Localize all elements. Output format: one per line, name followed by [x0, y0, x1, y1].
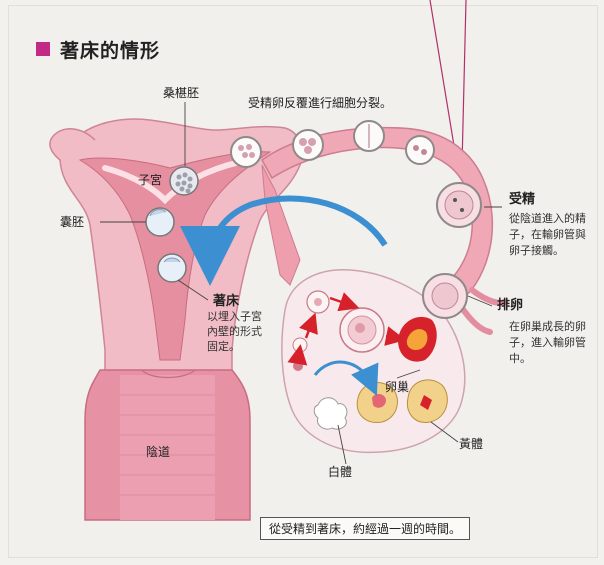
ovulation-desc-2: 子，進入輸卵管 [509, 336, 586, 350]
label-fertilization: 受精 [509, 192, 535, 207]
fertilization-desc-1: 從陰道進入的精 [509, 212, 586, 226]
label-morula: 桑椹胚 [163, 86, 199, 101]
label-uterus: 子宮 [138, 173, 162, 188]
timing-note: 從受精到著床，約經過一週的時間。 [260, 517, 470, 540]
implantation-desc-2: 內壁的形式 [207, 325, 262, 339]
label-corpus-luteum: 黃體 [459, 437, 483, 452]
ovulation-desc-3: 中。 [509, 352, 531, 366]
implantation-desc-3: 固定。 [207, 340, 240, 354]
label-ovulation: 排卵 [497, 298, 523, 313]
division-cell [231, 137, 261, 167]
ovulation-desc-1: 在卵巢成長的卵 [509, 320, 586, 334]
label-cell-division: 受精卵反覆進行細胞分裂。 [248, 96, 392, 111]
title-marker [36, 42, 50, 56]
label-implantation: 著床 [213, 294, 239, 309]
label-corpus-albicans: 白體 [328, 465, 352, 480]
fertilization-desc-2: 子，在輸卵管與 [509, 228, 586, 242]
title-text: 著床的情形 [60, 36, 160, 63]
label-blastocyst: 囊胚 [60, 215, 84, 230]
section-title: 著床的情形 [36, 38, 160, 60]
division-cell [406, 136, 434, 164]
implantation-desc-1: 以埋入子宮 [207, 310, 262, 324]
fertilization-desc-3: 卵子接觸。 [509, 244, 564, 258]
label-ovary: 卵巢 [385, 380, 409, 395]
label-vagina: 陰道 [146, 445, 170, 460]
division-cell [293, 130, 323, 160]
